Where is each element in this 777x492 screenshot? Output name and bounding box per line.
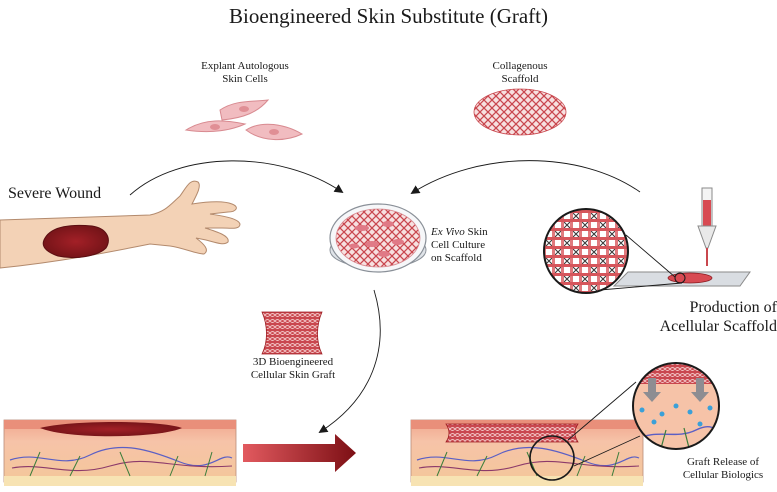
label-culture: Ex Vivo Skin Cell Culture on Scaffold	[431, 226, 488, 265]
release-zoom	[632, 362, 720, 450]
skin-cells	[184, 99, 304, 140]
scaffold-zoom	[543, 208, 629, 294]
label-severe-wound: Severe Wound	[8, 185, 102, 202]
skin-graft	[261, 311, 323, 355]
arc-down-arrow	[318, 289, 381, 433]
diagram-title: Bioengineered Skin Substitute (Graft)	[228, 4, 549, 28]
arc-left-arrow	[129, 160, 344, 196]
label-collagen-scaffold: Collagenous Scaffold	[492, 60, 548, 86]
label-explant: Explant Autologous Skin Cells	[201, 60, 289, 86]
arc-right-arrow	[410, 160, 641, 194]
collagen-scaffold	[473, 88, 567, 136]
bioprinter	[599, 187, 751, 291]
skin-section-grafted	[410, 381, 644, 486]
label-production: Production of Acellular Scaffold	[659, 299, 777, 336]
arm-illustration	[0, 180, 241, 269]
petri-dish	[329, 203, 427, 273]
label-graft: 3D Bioengineered Cellular Skin Graft	[250, 356, 336, 382]
big-arrow	[243, 434, 356, 472]
skin-section-wound	[3, 419, 237, 486]
label-release: Graft Release of Cellular Biologics	[682, 456, 764, 482]
